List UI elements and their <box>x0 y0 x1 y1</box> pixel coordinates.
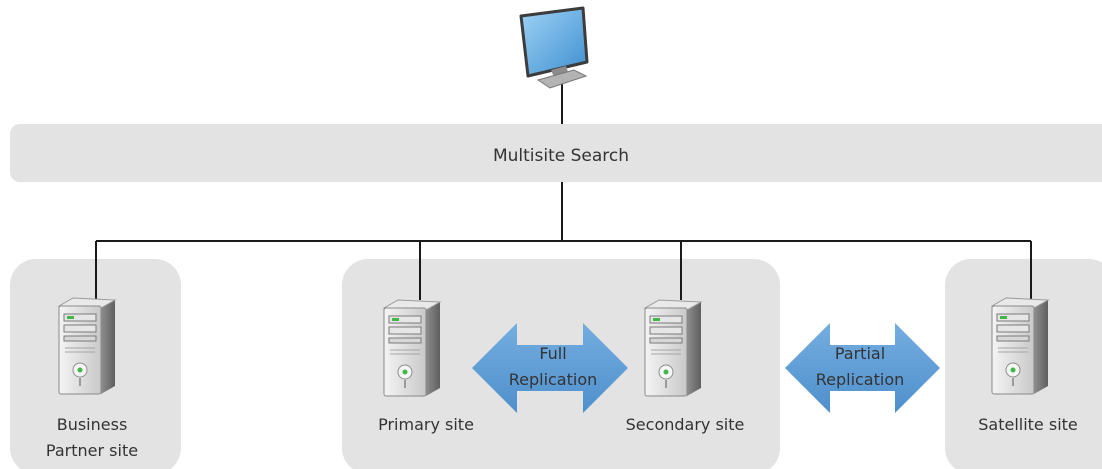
search-bar-label: Multisite Search <box>493 146 629 166</box>
primary-server-icon <box>383 299 441 397</box>
partial-replication-label-line1: Partial <box>835 344 885 363</box>
full-replication-label-line1: Full <box>539 344 566 363</box>
connector-lines <box>95 84 1032 300</box>
search-bar-panel <box>10 124 1102 182</box>
full-replication-arrow <box>472 323 628 413</box>
primary-site-label: Primary site <box>378 415 474 434</box>
partial-replication-arrow <box>785 323 940 413</box>
satellite-server-icon <box>991 297 1049 395</box>
secondary-site-label: Secondary site <box>626 415 745 434</box>
monitor-icon <box>519 6 589 89</box>
business-partner-label-line1: Business <box>57 415 128 434</box>
full-replication-label-line2: Replication <box>509 370 598 389</box>
business-partner-label-line2: Partner site <box>46 441 138 460</box>
secondary-server-icon <box>644 299 702 397</box>
business-partner-server-icon <box>58 297 116 395</box>
partial-replication-label-line2: Replication <box>816 370 905 389</box>
satellite-site-label: Satellite site <box>978 415 1078 434</box>
